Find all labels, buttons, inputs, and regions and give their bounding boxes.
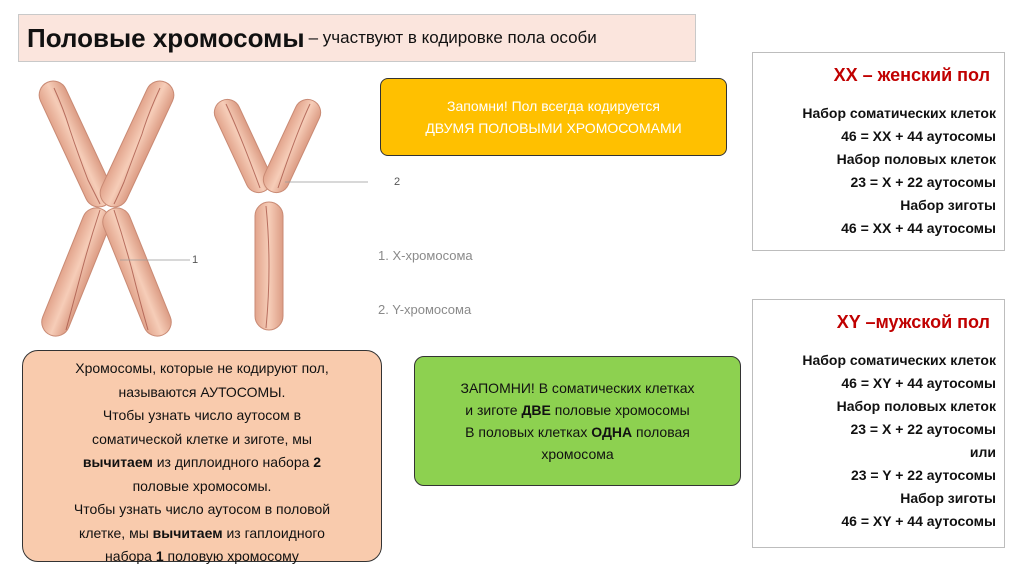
bold-number: 2 [313, 454, 322, 470]
female-line: Набор соматических клеток [802, 105, 996, 121]
autosomes-line: набора 1 половую хромосому [23, 545, 381, 569]
page-subtitle: – участвуют в кодировке пола особи [308, 28, 597, 47]
autosomes-line: Хромосомы, которые не кодируют пол, [75, 360, 329, 376]
remember-note-green: ЗАПОМНИ! В соматических клетках и зиготе… [414, 356, 741, 486]
text-span: из диплоидного набора [152, 454, 314, 470]
autosomes-line: вычитаем из диплоидного набора 2 [23, 451, 381, 475]
male-info-box: XY –мужской пол Набор соматических клето… [752, 299, 1005, 548]
autosomes-line: соматической клетке и зиготе, мы [91, 430, 312, 447]
male-line: 23 = X + 22 аутосомы [850, 421, 996, 437]
text-span: из гаплоидного [222, 524, 325, 541]
male-line: Набор соматических клеток [802, 352, 996, 368]
y-chromosome-label: 2. Y-хромосома [378, 302, 472, 317]
male-line: Набор зиготы [900, 490, 996, 506]
text-span: В половых клетках [465, 424, 592, 440]
chromosome-illustration: 1 2 1. X-хромосома 2. Y-хромосома [30, 70, 510, 350]
page-title: Половые хромосомы [27, 22, 305, 53]
female-line: 23 = X + 22 аутосомы [850, 174, 996, 190]
remember-line-2: ДВУМЯ ПОЛОВЫМИ ХРОМОСОМАМИ [425, 120, 682, 136]
text-span: клетке, мы [79, 524, 153, 541]
bold-word: вычитаем [82, 454, 153, 470]
x-chromosome [38, 80, 175, 337]
green-line: хромосома [541, 446, 614, 462]
remember-line-1: Запомни! Пол всегда кодируется [447, 98, 660, 114]
female-line: 46 = XX + 44 аутосомы [841, 128, 996, 144]
male-line: 23 = Y + 22 аутосомы [850, 467, 996, 483]
female-info-box: XX – женский пол Набор соматических клет… [752, 52, 1005, 251]
text-span: набора [105, 548, 156, 564]
text-span: половую хромосому [163, 548, 299, 564]
title-banner: Половые хромосомы – участвуют в кодировк… [18, 14, 696, 62]
bold-word: ДВЕ [521, 402, 551, 418]
text-span: и зиготе [465, 402, 522, 418]
female-line: Набор половых клеток [836, 151, 996, 167]
male-header: XY –мужской пол [836, 312, 990, 332]
autosomes-line: клетке, мы вычитаем из гаплоидного [23, 522, 381, 546]
male-line: 46 = XY + 44 аутосомы [841, 513, 996, 529]
chromosome-drawing [38, 80, 368, 337]
autosomes-explanation-box: Хромосомы, которые не кодируют пол, назы… [22, 350, 382, 564]
text-span: половая [632, 424, 690, 440]
autosomes-line: Чтобы узнать число аутосом в [102, 407, 302, 423]
male-line: Набор половых клеток [836, 398, 996, 414]
remember-note-yellow: Запомни! Пол всегда кодируется ДВУМЯ ПОЛ… [380, 78, 727, 156]
y-chromosome [213, 98, 322, 331]
text-span: половые хромосомы [550, 402, 690, 418]
green-line: и зиготе ДВЕ половые хромосомы [415, 399, 740, 421]
autosomes-line: Чтобы узнать число аутосом в половой [73, 501, 331, 517]
female-line: Набор зиготы [900, 197, 996, 213]
bold-word: вычитаем [152, 524, 223, 541]
autosomes-line: называются АУТОСОМЫ. [118, 383, 286, 400]
green-line: ЗАПОМНИ! В соматических клетках [460, 380, 695, 396]
female-line: 46 = XX + 44 аутосомы [841, 220, 996, 236]
female-header: XX – женский пол [833, 65, 990, 85]
pointer-number-2: 2 [394, 176, 401, 188]
green-line: В половых клетках ОДНА половая [415, 421, 740, 443]
x-chromosome-label: 1. X-хромосома [378, 248, 473, 263]
male-line: 46 = XY + 44 аутосомы [841, 375, 996, 391]
pointer-number-1: 1 [192, 254, 199, 266]
male-line: или [969, 444, 996, 460]
bold-word: ОДНА [591, 424, 633, 440]
bold-number: 1 [155, 548, 164, 564]
autosomes-line: половые хромосомы. [132, 477, 272, 494]
